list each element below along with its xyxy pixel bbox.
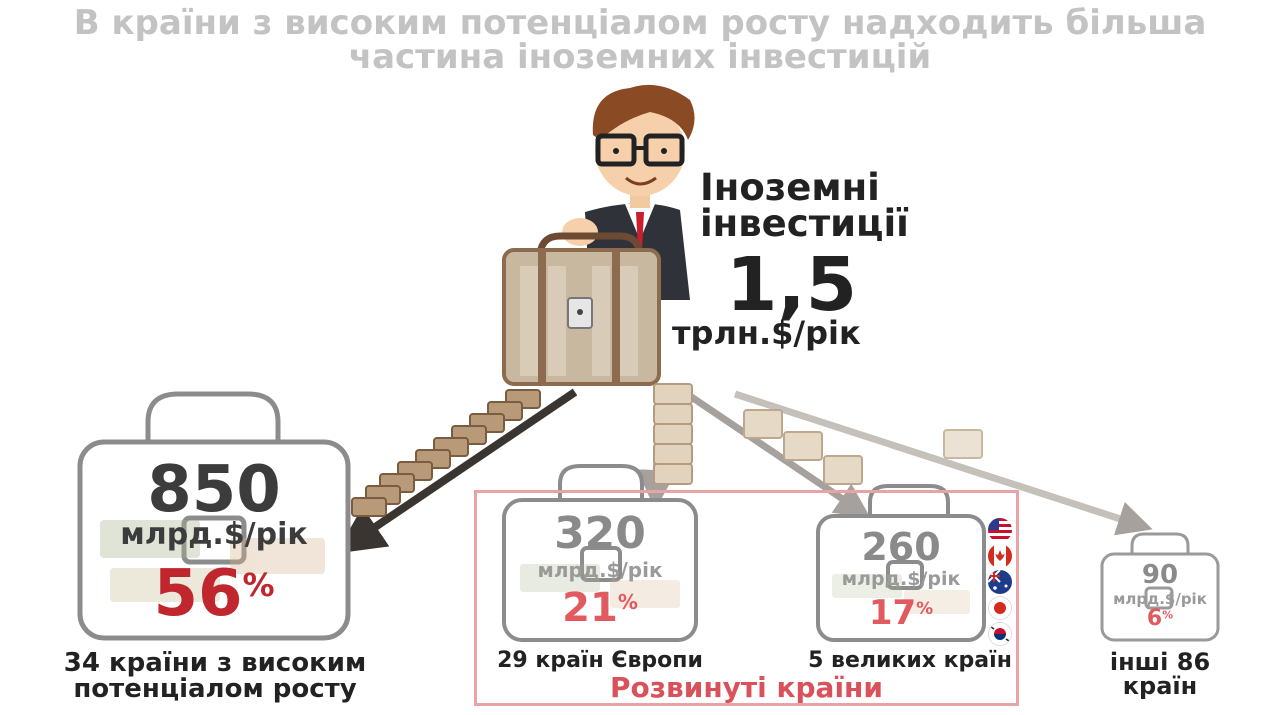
case-growth: [77, 391, 351, 641]
total-label-line-2: інвестиції: [700, 202, 909, 245]
big5-value: 260: [861, 525, 941, 569]
arrow-to-growth: [336, 388, 578, 554]
small-cases-big5: [743, 409, 863, 485]
total-value: 1,5: [726, 242, 858, 328]
europe-caption: 29 країн Європи: [497, 648, 703, 673]
big5-unit: млрд.$/рік: [841, 568, 961, 590]
page-title: В країни з високим потенціалом росту над…: [0, 6, 1280, 74]
growth-caption-line-1: 34 країни з високим: [63, 648, 367, 678]
japan-flag-icon: [988, 596, 1012, 620]
others-caption-line-1: інші 86: [1109, 648, 1211, 676]
others-value: 90: [1141, 560, 1179, 590]
others-caption: інші 86 країн: [1080, 650, 1240, 698]
others-percent-sign: %: [1162, 608, 1174, 622]
small-case-others: [943, 429, 983, 459]
big5-percent: 17%: [818, 596, 984, 630]
case-big5-money: [832, 574, 970, 614]
others-percent-value: 6: [1146, 606, 1163, 631]
case-europe: [502, 464, 698, 642]
usa-flag-icon: [988, 518, 1012, 542]
growth-percent-value: 56: [153, 557, 243, 631]
arrow-to-big5: [688, 393, 871, 518]
arrow-to-others: [733, 390, 1153, 536]
small-cases-growth: [351, 389, 541, 517]
big-suitcase: [502, 232, 661, 386]
canada-flag-icon: [988, 544, 1012, 568]
title-line-1: В країни з високим потенціалом росту над…: [73, 3, 1207, 43]
developed-countries-frame: [474, 490, 1019, 706]
europe-percent: 21%: [504, 588, 696, 628]
case-others: [1100, 532, 1220, 642]
case-europe-money: [520, 564, 680, 608]
europe-percent-sign: %: [617, 590, 638, 614]
europe-value: 320: [554, 508, 646, 559]
growth-percent: 56%: [80, 562, 348, 626]
others-unit: млрд.$/рік: [1113, 590, 1207, 608]
total-label: Іноземні інвестиції: [700, 166, 909, 245]
europe-percent-value: 21: [562, 585, 618, 631]
korea-flag-icon: [988, 622, 1012, 646]
europe-unit: млрд.$/рік: [537, 558, 663, 582]
title-line-2: частина іноземних інвестицій: [348, 37, 932, 77]
total-label-line-1: Іноземні: [700, 166, 880, 209]
growth-caption-line-2: потенціалом росту: [73, 674, 357, 704]
growth-caption: 34 країни з високим потенціалом росту: [30, 650, 400, 702]
case-growth-money: [100, 520, 325, 602]
big5-percent-value: 17: [868, 593, 917, 633]
big5-caption: 5 великих країн: [808, 648, 1012, 673]
growth-value: 850: [147, 453, 281, 527]
others-caption-line-2: країн: [1122, 672, 1198, 700]
growth-percent-sign: %: [242, 565, 275, 604]
case-big5: [816, 484, 986, 642]
growth-unit: млрд.$/рік: [120, 517, 308, 552]
developed-countries-label: Розвинуті країни: [609, 671, 884, 704]
australia-flag-icon: [988, 570, 1012, 594]
small-cases-europe: [653, 383, 693, 485]
others-percent: 6%: [1102, 608, 1218, 630]
total-unit: трлн.$/рік: [672, 314, 861, 352]
big5-percent-sign: %: [916, 598, 934, 619]
